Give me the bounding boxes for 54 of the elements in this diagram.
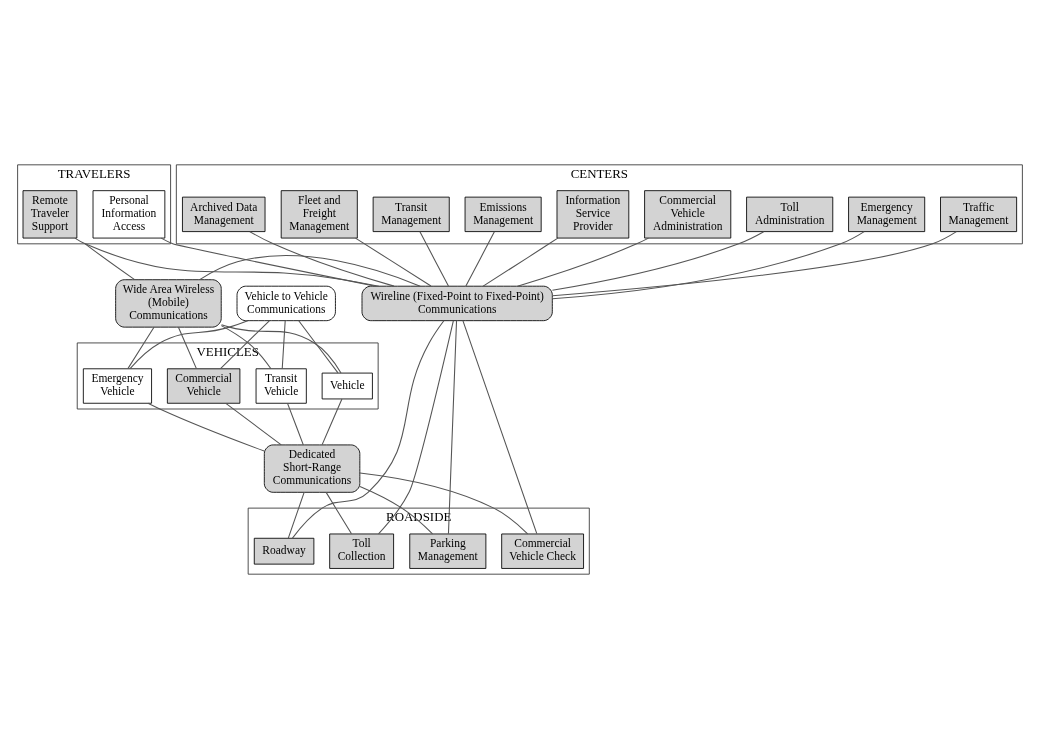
connector xyxy=(224,402,282,445)
connector xyxy=(321,398,342,445)
node-box: Roadway xyxy=(253,537,314,565)
connector xyxy=(129,319,248,369)
connector xyxy=(147,402,265,451)
connector xyxy=(354,237,431,287)
connector xyxy=(418,230,449,287)
connector xyxy=(220,323,342,374)
node-box: Personal Information Access xyxy=(92,189,165,238)
connector xyxy=(325,491,352,534)
node-box: Vehicle to Vehicle Communications xyxy=(236,285,336,321)
connector xyxy=(287,491,305,539)
connector xyxy=(73,237,379,287)
node-box: Commercial Vehicle Administration xyxy=(643,189,731,238)
node-box: Emergency Management xyxy=(847,196,925,232)
node-box: Transit Vehicle xyxy=(255,367,307,404)
connector xyxy=(461,319,537,534)
connector xyxy=(377,319,454,534)
node-box: Toll Administration xyxy=(745,196,833,232)
node-box: Archived Data Management xyxy=(181,196,265,232)
connector xyxy=(248,230,395,287)
connector xyxy=(177,326,197,369)
node-box: Transit Management xyxy=(372,196,450,232)
connector xyxy=(84,242,135,280)
connector xyxy=(286,402,304,445)
connector xyxy=(291,319,444,539)
node-box: Dedicated Short-Range Communications xyxy=(263,444,360,493)
node-box: Emissions Management xyxy=(464,196,542,232)
node-box: Remote Traveler Support xyxy=(22,189,77,238)
node-box: Fleet and Freight Management xyxy=(280,189,358,238)
connector xyxy=(160,237,376,287)
connector xyxy=(551,230,764,291)
node-box: Wide Area Wireless (Mobile) Communications xyxy=(114,278,222,328)
connector xyxy=(297,319,338,373)
node-box: Parking Management xyxy=(408,533,486,569)
connector xyxy=(516,237,649,287)
node-box: Commercial Vehicle Check xyxy=(500,533,584,569)
connector xyxy=(551,230,865,299)
connector xyxy=(281,319,286,369)
connector xyxy=(358,485,433,534)
node-box: Toll Collection xyxy=(328,533,394,569)
connector xyxy=(126,326,154,369)
node-box: Emergency Vehicle xyxy=(82,367,152,404)
connector xyxy=(447,319,457,534)
connector xyxy=(198,254,421,287)
node-box: Traffic Management xyxy=(939,196,1017,232)
connector xyxy=(358,471,528,534)
node-box: Information Service Provider xyxy=(556,189,629,238)
node-box: Vehicle xyxy=(321,372,373,399)
node-box: Wireline (Fixed-Point to Fixed-Point) Communications xyxy=(361,285,553,321)
node-box: Commercial Vehicle xyxy=(166,367,240,404)
connector xyxy=(482,237,558,287)
connector xyxy=(464,230,495,287)
connector xyxy=(551,230,957,296)
